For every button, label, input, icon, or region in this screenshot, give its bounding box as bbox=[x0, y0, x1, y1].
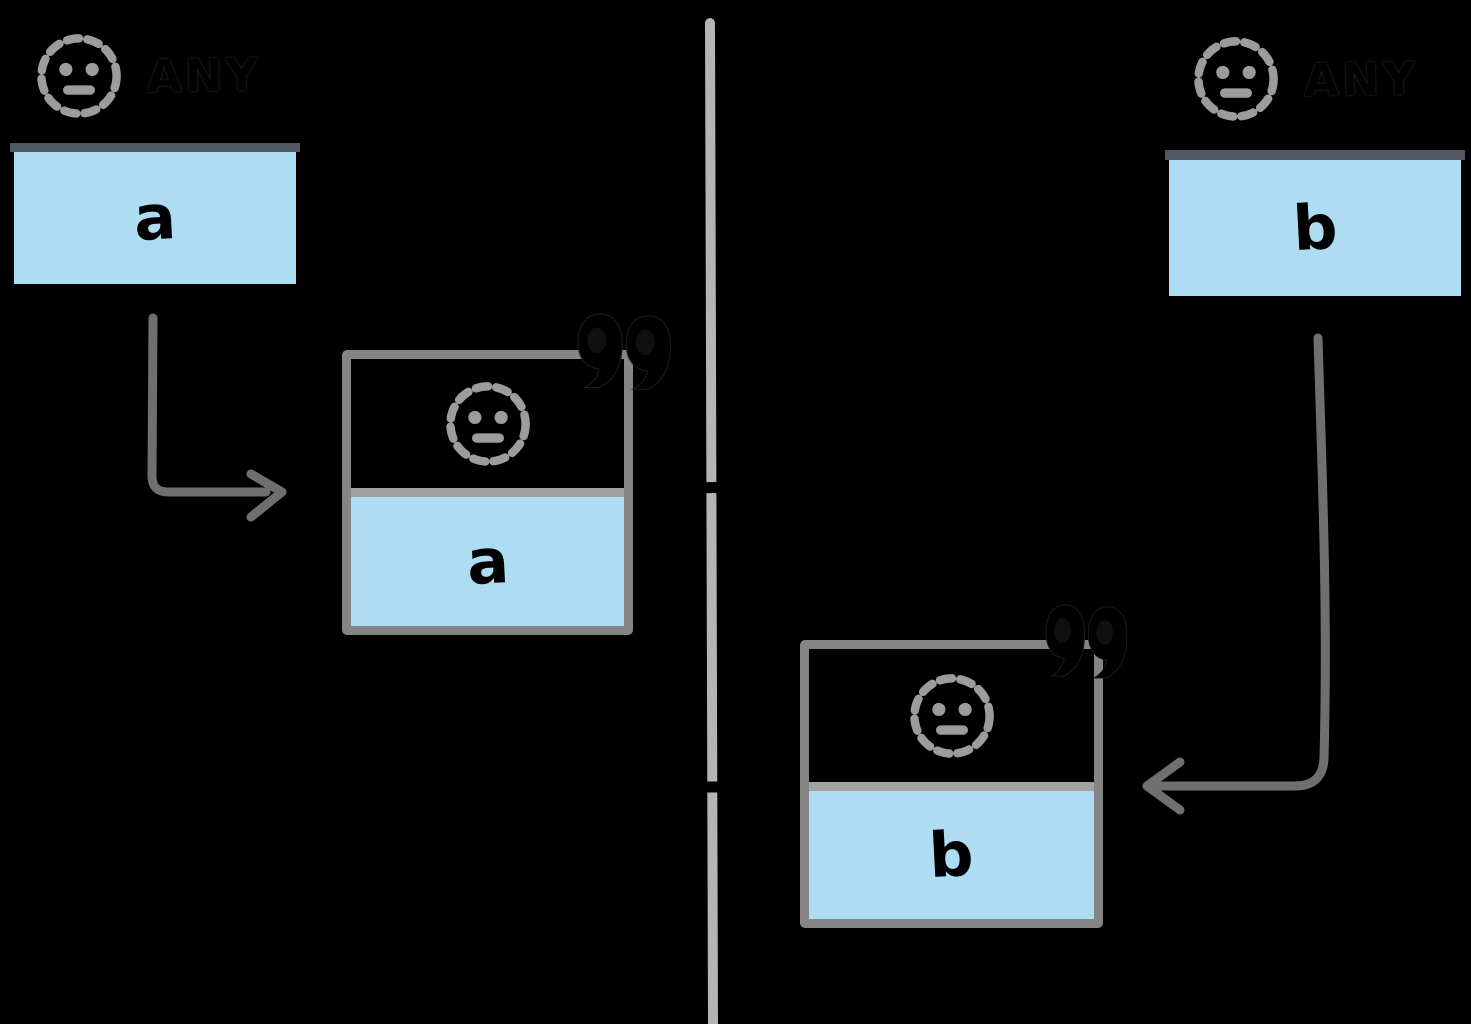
card-instance-b: b bbox=[800, 640, 1103, 928]
any-label: ANY bbox=[146, 48, 262, 103]
arrow-source-a-to-instance-a bbox=[147, 313, 287, 522]
card-source-a-letter: a bbox=[132, 179, 178, 256]
card-instance-a: a bbox=[342, 350, 633, 635]
dashed-smiley-icon bbox=[445, 381, 530, 466]
card-source-a-header: ANY bbox=[10, 8, 300, 143]
arrow-source-b-to-instance-b bbox=[1142, 333, 1330, 815]
card-instance-a-letter: a bbox=[464, 523, 511, 599]
card-source-b-body: b bbox=[1169, 160, 1461, 296]
dashed-smiley-icon bbox=[1194, 37, 1278, 121]
arrow-cross-divider-left bbox=[646, 759, 756, 817]
card-divider bbox=[809, 782, 1094, 791]
card-divider bbox=[10, 143, 300, 152]
card-source-a: ANY a bbox=[10, 8, 300, 290]
card-instance-b-header bbox=[809, 649, 1094, 782]
card-divider bbox=[1165, 150, 1465, 160]
dashed-smiley-icon bbox=[909, 673, 994, 758]
card-source-a-body: a bbox=[14, 152, 296, 284]
card-source-b: ANY b bbox=[1165, 8, 1465, 302]
any-label: ANY bbox=[1303, 51, 1419, 107]
card-instance-b-letter: b bbox=[927, 816, 976, 893]
arrow-cross-divider-right bbox=[680, 458, 783, 517]
card-source-b-header: ANY bbox=[1165, 8, 1465, 150]
card-instance-b-body: b bbox=[809, 791, 1094, 919]
card-instance-a-header bbox=[351, 359, 624, 488]
dashed-smiley-icon bbox=[37, 33, 121, 118]
card-instance-a-body: a bbox=[351, 497, 624, 626]
card-divider bbox=[351, 488, 624, 497]
card-source-b-letter: b bbox=[1290, 189, 1340, 266]
swimlane-divider-line bbox=[705, 18, 718, 1024]
